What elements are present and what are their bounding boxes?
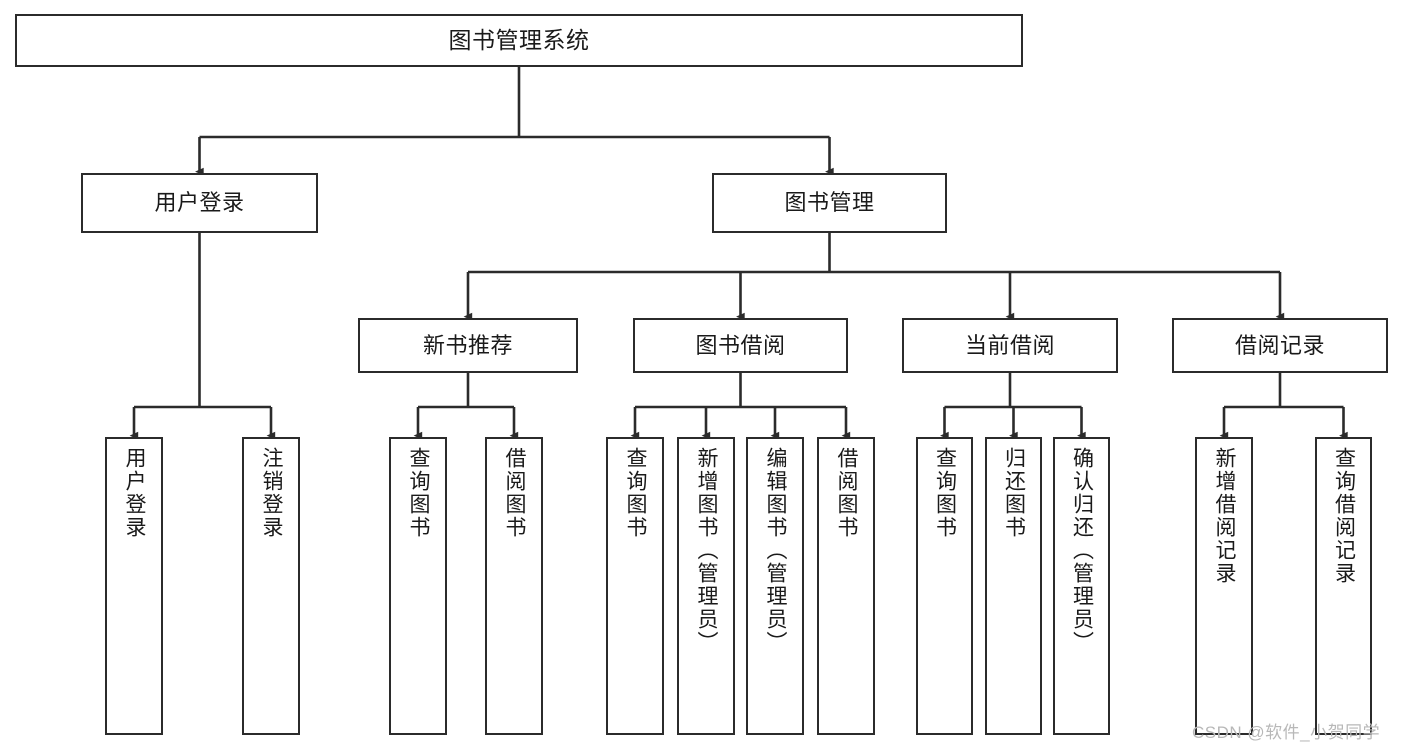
node-leaf-bb-edit[interactable]: 编辑图书（管理员）: [746, 437, 804, 735]
node-label: 图书管理: [784, 190, 875, 216]
node-label: 编辑图书（管理员）: [764, 447, 788, 654]
node-label: 借阅图书: [503, 447, 527, 539]
node-leaf-cb-confirm[interactable]: 确认归还（管理员）: [1053, 437, 1110, 735]
node-label: 查询借阅记录: [1332, 447, 1356, 585]
node-label: 注销登录: [260, 447, 284, 539]
node-borrow-record[interactable]: 借阅记录: [1172, 318, 1388, 373]
node-label: 用户登录: [123, 447, 147, 539]
node-leaf-bb-add[interactable]: 新增图书（管理员）: [677, 437, 735, 735]
node-label: 图书管理系统: [448, 27, 590, 54]
node-label: 图书借阅: [695, 332, 786, 358]
node-label: 借阅记录: [1234, 332, 1325, 358]
node-leaf-bb-query[interactable]: 查询图书: [606, 437, 664, 735]
node-leaf-rec-borrow[interactable]: 借阅图书: [485, 437, 543, 735]
node-label: 确认归还（管理员）: [1070, 447, 1094, 654]
node-leaf-user-logout[interactable]: 注销登录: [242, 437, 300, 735]
node-leaf-user-login[interactable]: 用户登录: [105, 437, 163, 735]
node-book-manage[interactable]: 图书管理: [712, 173, 947, 233]
node-new-book-rec[interactable]: 新书推荐: [358, 318, 578, 373]
node-label: 新书推荐: [422, 332, 513, 358]
node-leaf-br-query[interactable]: 查询借阅记录: [1315, 437, 1372, 735]
node-root[interactable]: 图书管理系统: [15, 14, 1023, 67]
node-label: 查询图书: [933, 447, 957, 539]
node-label: 归还图书: [1002, 447, 1026, 539]
node-label: 查询图书: [624, 447, 648, 539]
node-leaf-cb-query[interactable]: 查询图书: [916, 437, 973, 735]
node-label: 新增图书（管理员）: [695, 447, 719, 654]
edges-group: [129, 67, 1348, 440]
csdn-watermark: CSDN @软件_小贺同学: [1192, 723, 1381, 742]
node-leaf-br-add[interactable]: 新增借阅记录: [1195, 437, 1253, 735]
node-label: 用户登录: [154, 190, 245, 216]
node-leaf-rec-query[interactable]: 查询图书: [389, 437, 447, 735]
node-label: 新增借阅记录: [1213, 447, 1237, 585]
node-label: 借阅图书: [835, 447, 859, 539]
node-leaf-cb-return[interactable]: 归还图书: [985, 437, 1042, 735]
node-user-login[interactable]: 用户登录: [81, 173, 318, 233]
node-label: 当前借阅: [964, 332, 1055, 358]
node-label: 查询图书: [407, 447, 431, 539]
node-leaf-bb-borrow[interactable]: 借阅图书: [817, 437, 875, 735]
node-current-borrow[interactable]: 当前借阅: [902, 318, 1118, 373]
node-book-borrow[interactable]: 图书借阅: [633, 318, 848, 373]
